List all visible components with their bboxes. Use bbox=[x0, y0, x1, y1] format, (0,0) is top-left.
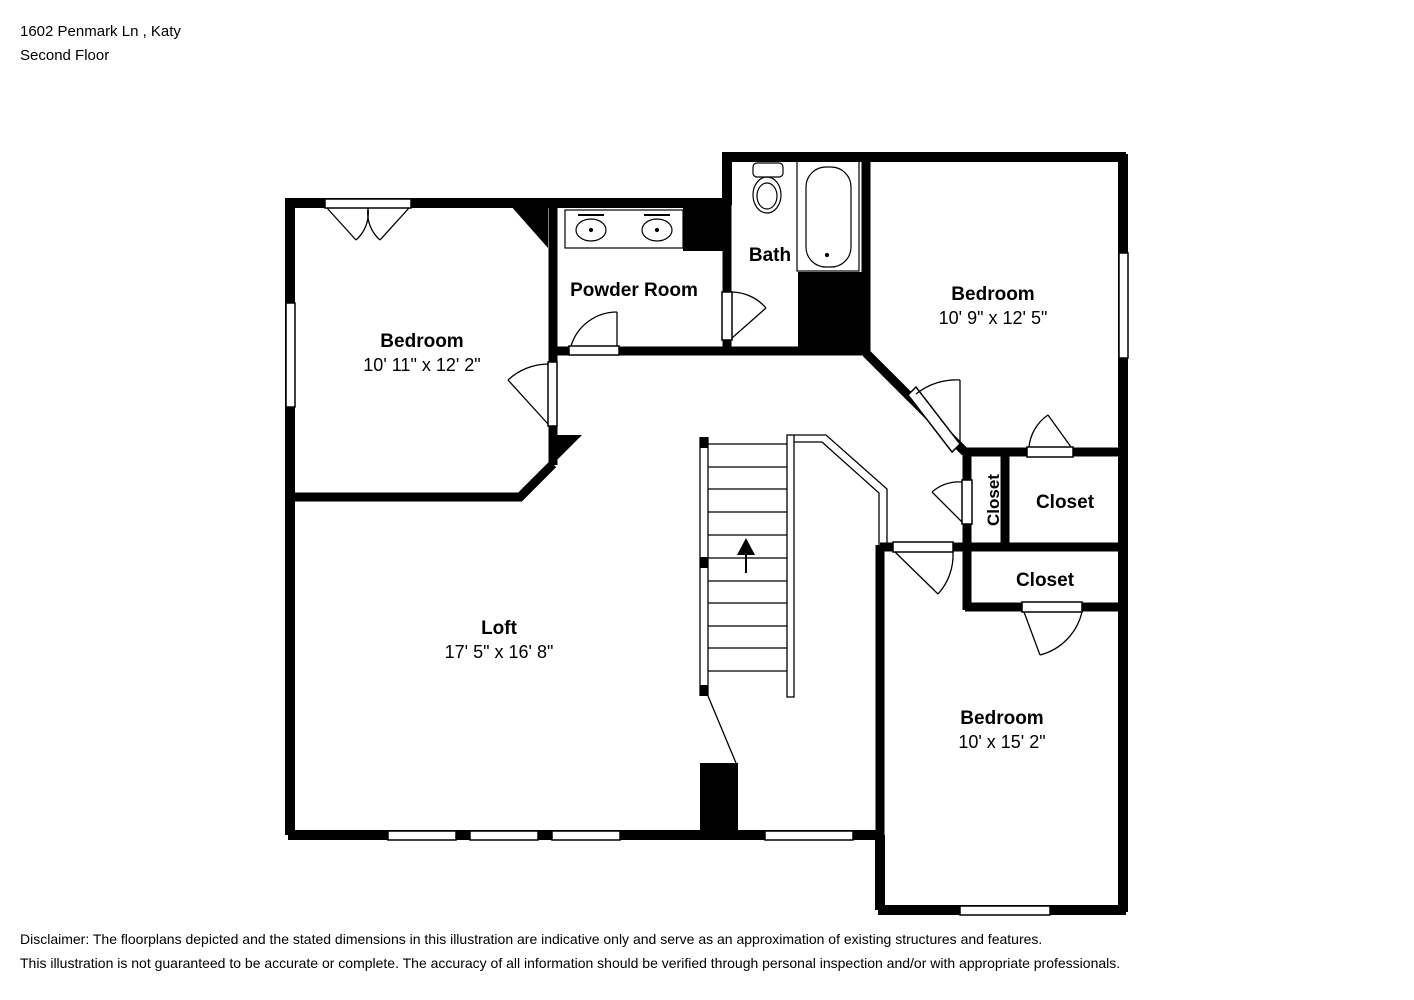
sink-icon bbox=[564, 209, 684, 249]
powder-room-name: Powder Room bbox=[570, 280, 698, 301]
floor-label: Second Floor bbox=[20, 47, 110, 64]
windows bbox=[285, 198, 1129, 916]
loft-name: Loft bbox=[481, 618, 518, 639]
bedroom-right-name: Bedroom bbox=[951, 284, 1034, 305]
disclaimer-line-2: This illustration is not guaranteed to b… bbox=[20, 955, 1121, 971]
room-labels: Bedroom 10' 11" x 12' 2" Powder Room Bat… bbox=[363, 245, 1094, 752]
disclaimer-line-1: Disclaimer: The floorplans depicted and … bbox=[20, 931, 1043, 947]
bath-name: Bath bbox=[749, 245, 791, 266]
bedroom-bottom-name: Bedroom bbox=[960, 708, 1043, 729]
door-openings bbox=[547, 291, 1083, 613]
staircase bbox=[699, 434, 888, 698]
bathtub-icon bbox=[796, 160, 860, 272]
bedroom-left-dims: 10' 11" x 12' 2" bbox=[363, 355, 480, 375]
closet-vertical-name: Closet bbox=[984, 474, 1003, 526]
bedroom-bottom-dims: 10' x 15' 2" bbox=[958, 732, 1045, 752]
loft-dims: 17' 5" x 16' 8" bbox=[445, 642, 554, 662]
toilet-icon bbox=[752, 162, 784, 214]
bedroom-right-dims: 10' 9" x 12' 5" bbox=[939, 308, 1048, 328]
address-label: 1602 Penmark Ln , Katy bbox=[20, 23, 181, 40]
closet-lower-name: Closet bbox=[1016, 570, 1075, 591]
closet-right-name: Closet bbox=[1036, 492, 1095, 513]
bedroom-left-name: Bedroom bbox=[380, 331, 463, 352]
wall-blocks bbox=[510, 205, 866, 835]
stair-arrow-icon bbox=[737, 538, 755, 573]
door-swings bbox=[326, 207, 1083, 764]
